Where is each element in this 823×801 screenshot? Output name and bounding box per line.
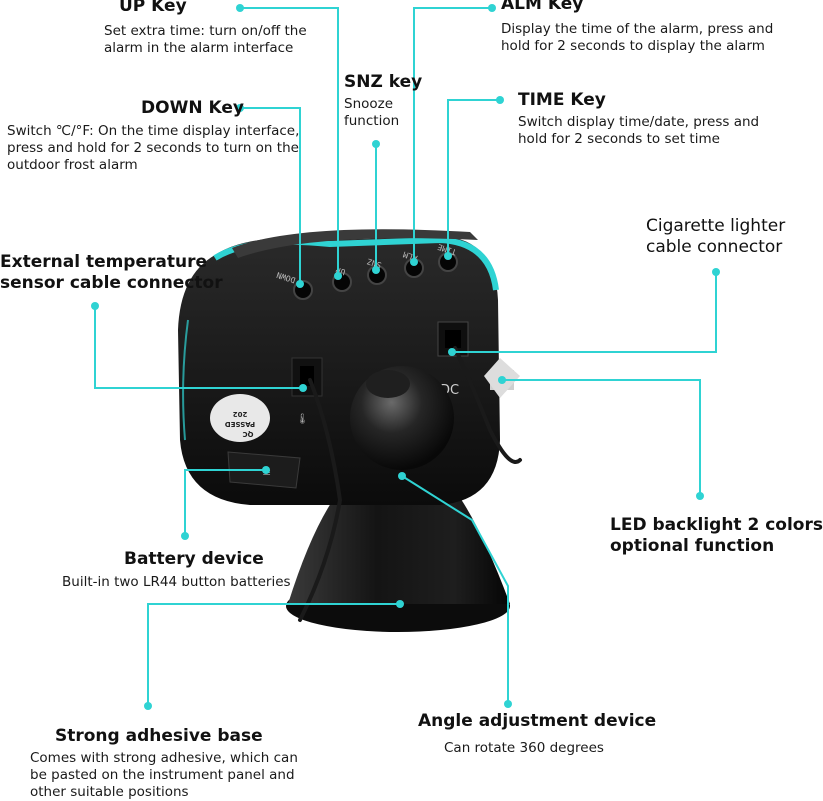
down-key-title: DOWN Key: [141, 98, 244, 118]
button-label-up: UP: [335, 265, 347, 277]
adhesive-leader: [147, 603, 400, 706]
sticker-line-3: 202: [233, 410, 248, 418]
adhesive-leader-dot: [144, 702, 152, 710]
down-key-leader-dot: [236, 104, 244, 112]
time-key-leader: [447, 99, 500, 256]
qc-sticker: QC PASSED 202: [210, 394, 270, 442]
time-key-leader-dot: [496, 96, 504, 104]
ext-temp-title: External temperature sensor cable connec…: [0, 252, 223, 293]
led-title: LED backlight 2 colors optional function: [610, 515, 823, 556]
up-key-leader-dot: [236, 4, 244, 12]
ext-temp-leader: [94, 306, 303, 389]
leader-lines: [91, 4, 720, 710]
cigarette-leader-dot: [448, 348, 456, 356]
angle-title: Angle adjustment device: [418, 711, 657, 731]
sticker-line-1: QC: [242, 430, 253, 438]
cigarette-leader-dot: [712, 268, 720, 276]
alm-key-leader: [413, 7, 492, 262]
down-key-leader-dot: [296, 280, 304, 288]
cigarette-title: Cigarette lighter cable connector: [646, 216, 786, 257]
alm-key-title: ALM Key: [501, 0, 584, 14]
car-clock-illustration: DOWN UP SNZ ALM TIME QC PASSED 202 🌡 ≡: [178, 229, 522, 632]
led-leader: [502, 379, 701, 496]
up-key-desc: Set extra time: turn on/off the alarm in…: [104, 23, 307, 56]
time-key-desc: Switch display time/date, press and hold…: [518, 114, 760, 147]
adhesive-desc: Comes with strong adhesive, which can be…: [30, 750, 298, 800]
battery-desc: Built-in two LR44 button batteries: [62, 574, 291, 590]
sticker-line-2: PASSED: [225, 420, 255, 428]
down-key-desc: Switch ℃/°F: On the time display interfa…: [7, 123, 300, 173]
battery-leader-dot: [181, 532, 189, 540]
snz-key-desc: Snooze function: [344, 96, 400, 129]
adhesive-title: Strong adhesive base: [55, 726, 263, 746]
ext-temp-leader-dot: [91, 302, 99, 310]
up-key-title: UP Key: [119, 0, 187, 16]
time-key-title: TIME Key: [518, 90, 606, 110]
cables: [298, 346, 522, 622]
alm-key-desc: Display the time of the alarm, press and…: [501, 21, 774, 54]
ext-temp-port: 🌡: [291, 357, 323, 425]
snz-key-leader-dot: [372, 140, 380, 148]
angle-leader-dot: [504, 700, 512, 708]
ball-joint: [350, 366, 454, 470]
led-leader-dot: [498, 376, 506, 384]
adhesive-leader-dot: [396, 600, 404, 608]
up-key-leader-dot: [334, 272, 342, 280]
button-label-snz: SNZ: [366, 257, 383, 270]
ext-temp-leader-dot: [299, 384, 307, 392]
battery-title: Battery device: [124, 549, 264, 569]
cigarette-leader: [452, 272, 717, 353]
time-key-leader-dot: [444, 252, 452, 260]
alm-key-leader-dot: [488, 4, 496, 12]
thermometer-icon: 🌡: [296, 413, 309, 425]
angle-leader-dot: [398, 472, 406, 480]
led-leader-dot: [696, 492, 704, 500]
snz-key-leader-dot: [372, 266, 380, 274]
snz-key-title: SNZ key: [344, 72, 423, 92]
battery-leader-dot: [262, 466, 270, 474]
angle-desc: Can rotate 360 degrees: [444, 740, 604, 756]
up-key-leader: [240, 7, 339, 276]
down-key-leader: [240, 107, 301, 284]
angle-leader: [401, 475, 509, 704]
alm-key-leader-dot: [410, 258, 418, 266]
battery-leader: [184, 469, 266, 536]
